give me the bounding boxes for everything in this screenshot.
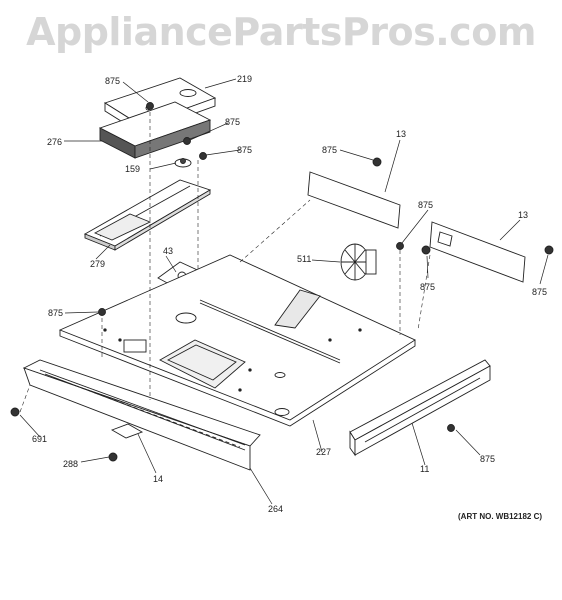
part-276-insulation <box>98 101 212 159</box>
callout-875: 875 <box>237 145 253 155</box>
callout-13: 13 <box>396 129 407 139</box>
part-11-rail <box>349 359 491 457</box>
callout-11: 11 <box>420 464 430 474</box>
callout-511: 511 <box>297 254 312 264</box>
screws <box>10 102 554 462</box>
callout-13: 13 <box>518 210 529 220</box>
callout-875: 875 <box>322 145 338 155</box>
callout-875: 875 <box>532 287 548 297</box>
art-number: (ART NO. WB12182 C) <box>458 512 543 521</box>
callout-279: 279 <box>90 259 106 269</box>
leader-lines <box>19 78 549 505</box>
callout-691: 691 <box>32 434 48 444</box>
callout-264: 264 <box>268 504 284 514</box>
callout-875: 875 <box>48 308 64 318</box>
callout-875: 875 <box>225 117 241 127</box>
callout-875: 875 <box>420 282 436 292</box>
callout-276: 276 <box>47 137 63 147</box>
watermark-logo: AppliancePartsPros.com <box>26 10 536 54</box>
callout-288: 288 <box>63 459 79 469</box>
dashed-guides <box>19 112 431 413</box>
part-13-shield-b <box>429 221 526 283</box>
callout-159: 159 <box>125 164 141 174</box>
part-13-shield-a <box>307 171 401 229</box>
part-279-duct <box>83 179 212 251</box>
callout-14: 14 <box>153 474 164 484</box>
callout-219: 219 <box>237 74 253 84</box>
part-511-fan <box>340 243 377 281</box>
callout-875: 875 <box>480 454 496 464</box>
callout-875: 875 <box>418 200 434 210</box>
part-264-trim <box>22 359 261 471</box>
part-14-bracket <box>110 423 144 439</box>
part-227-panel <box>58 254 416 427</box>
callout-227: 227 <box>316 447 332 457</box>
part-159-sensor <box>174 158 192 168</box>
callout-43: 43 <box>163 246 174 256</box>
callout-875: 875 <box>105 76 121 86</box>
